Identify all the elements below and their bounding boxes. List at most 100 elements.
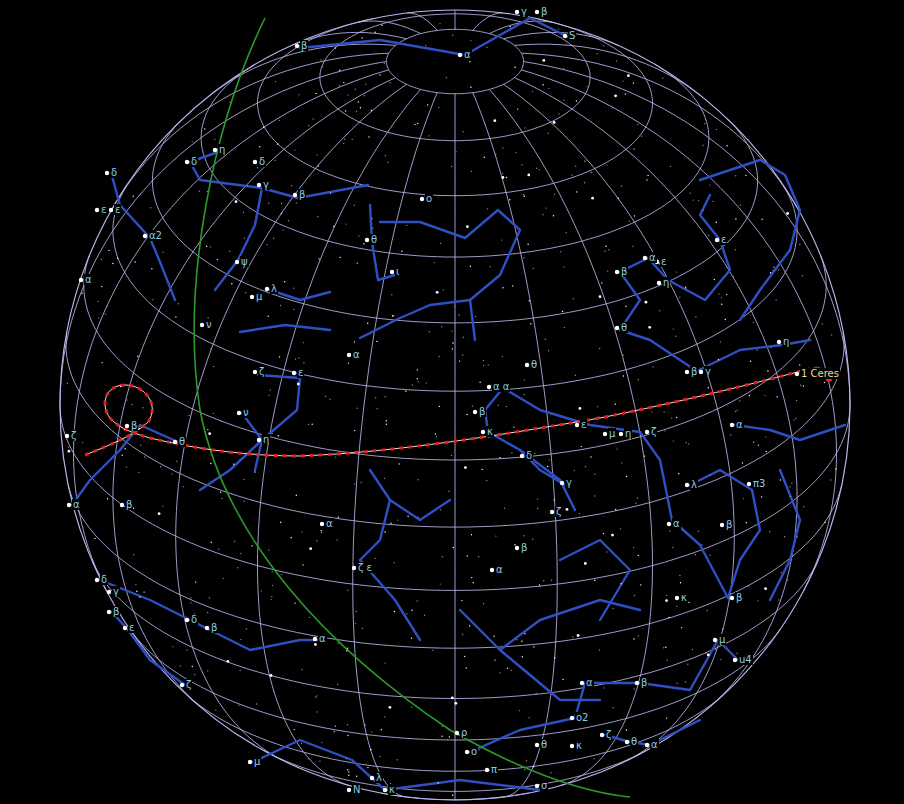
star-label: β	[130, 420, 138, 431]
star	[795, 418, 796, 419]
star	[676, 271, 677, 272]
star	[288, 220, 289, 221]
star	[82, 442, 83, 443]
star	[348, 775, 349, 776]
star	[803, 385, 804, 386]
bright-star	[699, 370, 703, 374]
bright-star	[570, 716, 574, 720]
star	[436, 436, 437, 437]
star	[188, 257, 189, 258]
grid-line	[521, 53, 798, 209]
star	[698, 200, 699, 201]
star	[620, 528, 621, 529]
star	[298, 94, 299, 95]
star	[284, 281, 285, 282]
star	[511, 452, 512, 453]
star	[678, 473, 679, 474]
constellation-line	[500, 650, 600, 700]
star	[348, 771, 349, 772]
star-label: α	[352, 349, 361, 360]
star	[470, 266, 471, 267]
star	[308, 125, 309, 126]
star	[629, 221, 630, 222]
star	[753, 441, 754, 442]
star	[136, 591, 137, 592]
bright-star	[107, 590, 111, 594]
star	[417, 517, 418, 518]
bright-star	[120, 503, 124, 507]
star	[591, 197, 594, 200]
star	[647, 175, 648, 176]
star	[521, 164, 522, 165]
bright-star	[570, 744, 574, 748]
star	[566, 43, 567, 44]
bright-star	[535, 784, 539, 788]
star	[365, 84, 366, 85]
constellation-line	[460, 600, 640, 650]
star	[329, 399, 330, 400]
star	[220, 492, 221, 493]
star	[626, 476, 627, 477]
constellation-line	[270, 290, 330, 300]
star	[685, 288, 686, 289]
star	[417, 381, 418, 382]
star	[278, 435, 279, 436]
star	[171, 473, 172, 474]
bright-star	[293, 193, 297, 197]
star	[81, 293, 82, 294]
star	[677, 683, 678, 684]
star	[748, 586, 749, 587]
star	[793, 419, 794, 420]
star	[317, 216, 318, 217]
constellation-line	[253, 740, 540, 790]
constellation-line	[640, 432, 728, 598]
bright-star	[535, 743, 539, 747]
star	[499, 672, 500, 673]
star	[562, 311, 563, 312]
star	[702, 145, 703, 146]
star	[618, 198, 619, 199]
star	[144, 456, 145, 457]
star	[355, 623, 356, 624]
bright-star	[347, 353, 351, 357]
star	[390, 523, 391, 524]
star	[387, 162, 388, 163]
star-label: α	[72, 499, 81, 510]
star	[502, 173, 503, 174]
star	[663, 647, 664, 648]
star	[526, 760, 527, 761]
star	[757, 350, 758, 351]
star	[257, 167, 258, 168]
star	[673, 328, 674, 329]
star-label: α	[495, 564, 504, 575]
star	[325, 396, 326, 397]
star	[210, 246, 211, 247]
star	[106, 306, 107, 307]
star	[533, 766, 534, 767]
star	[263, 127, 264, 128]
constellation-line	[215, 188, 262, 290]
star	[799, 244, 800, 245]
star	[767, 370, 768, 371]
star	[464, 466, 467, 469]
bright-star	[635, 681, 639, 685]
bright-star	[235, 260, 239, 264]
star	[455, 151, 456, 152]
star	[281, 213, 282, 214]
star	[750, 361, 751, 362]
star	[757, 600, 758, 601]
star	[126, 399, 127, 400]
bright-star	[643, 256, 647, 260]
star	[608, 249, 609, 250]
star	[790, 496, 791, 497]
star	[376, 341, 377, 342]
star	[186, 649, 187, 650]
bright-star	[485, 768, 489, 772]
star	[190, 602, 191, 603]
star	[297, 383, 300, 386]
star	[680, 582, 681, 583]
star	[761, 496, 762, 497]
star-label: δ	[190, 156, 198, 167]
bright-star	[603, 432, 607, 436]
star	[406, 613, 407, 614]
